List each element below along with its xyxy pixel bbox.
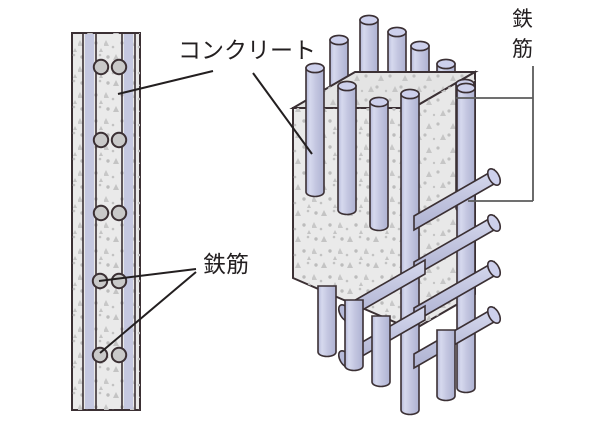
section-rebar-circles [91, 58, 128, 364]
leader-concrete-to-block [252, 72, 313, 155]
leader-rebar-to-upper [98, 268, 197, 282]
isometric-concrete-block [289, 14, 502, 416]
label-rebar-right-line2: 筋 [512, 37, 533, 61]
rebar-bracket [455, 66, 534, 202]
leader-rebar-to-lower [99, 271, 197, 354]
label-rebar-left: 鉄筋 [203, 252, 249, 278]
wall-cross-section [71, 32, 141, 411]
section-rebar-band-left [85, 34, 94, 409]
section-rebar-band-right [124, 34, 133, 409]
leader-concrete-to-section [117, 70, 214, 95]
leader-lines [98, 70, 313, 354]
vertical-rebar-corner-long [400, 88, 420, 416]
horizontal-rebar-rods [337, 168, 502, 370]
horizontal-rebar-rod [413, 168, 502, 232]
label-concrete: コンクリート [178, 38, 316, 64]
label-rebar-right-line1: 鉄 [512, 7, 533, 31]
